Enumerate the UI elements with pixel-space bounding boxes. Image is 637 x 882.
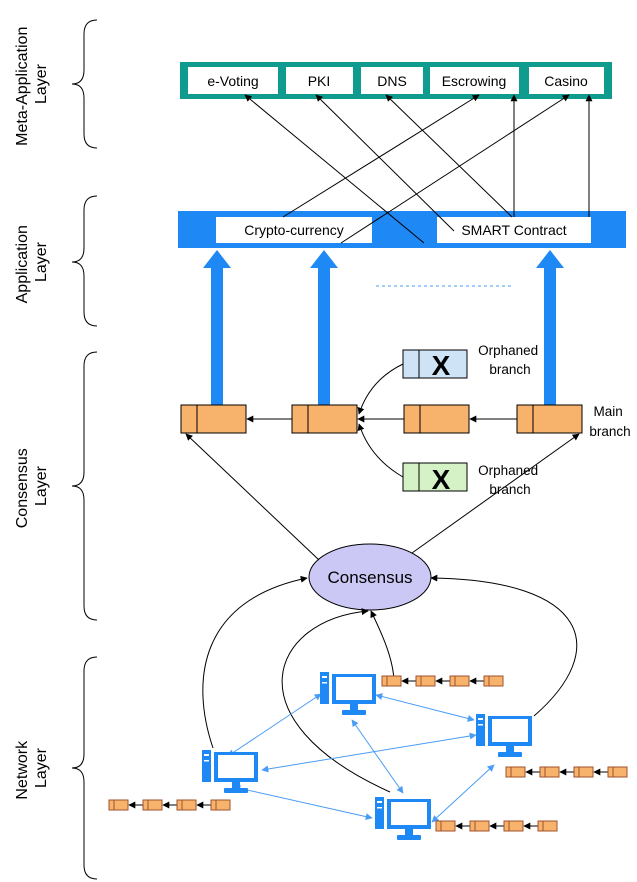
blockchain-to-app-arrows <box>203 250 564 405</box>
svg-text:e-Voting: e-Voting <box>207 73 258 89</box>
main-branch: Main branch <box>180 404 631 439</box>
mini-block <box>210 799 231 811</box>
brace-application <box>71 195 98 327</box>
thick-arrow-3 <box>536 250 564 405</box>
brace-meta <box>71 19 98 149</box>
block-3 <box>403 404 470 434</box>
computer-icon <box>476 714 532 757</box>
layer-label-network: Network Layer <box>14 736 50 799</box>
main-branch-label: Main branch <box>589 404 630 439</box>
mini-block <box>483 675 504 687</box>
app-to-meta-arrows <box>244 94 593 244</box>
local-chain <box>381 675 504 687</box>
svg-text:Crypto-currency: Crypto-currency <box>244 222 344 238</box>
mini-block <box>539 766 560 778</box>
mini-block <box>435 820 456 832</box>
svg-text:Consensus: Consensus <box>327 568 412 587</box>
network-nodes <box>202 672 532 840</box>
mini-block <box>449 675 470 687</box>
computer-icon <box>375 797 431 840</box>
svg-text:DNS: DNS <box>377 73 407 89</box>
consensus-node: Consensus <box>308 543 432 611</box>
orphan-x-mark: X <box>432 350 451 381</box>
orphaned-branch-bottom: X Orphaned branch <box>357 423 542 497</box>
app-crypto-currency: Crypto-currency <box>216 217 372 243</box>
meta-app-escrowing: Escrowing <box>430 67 519 94</box>
meta-app-pki: PKI <box>286 67 353 94</box>
thick-arrow-1 <box>203 250 231 405</box>
local-chains <box>108 675 628 832</box>
thick-arrow-2 <box>310 250 338 405</box>
orphaned-label-top: Orphaned branch <box>478 343 542 377</box>
meta-app-casino: Casino <box>529 67 604 94</box>
mini-block <box>573 766 594 778</box>
orphaned-branch-top: X Orphaned branch <box>357 343 542 415</box>
mini-block <box>505 766 526 778</box>
meta-app-evoting: e-Voting <box>188 67 278 94</box>
orphaned-label-bottom: Orphaned branch <box>478 463 542 497</box>
mini-block <box>503 820 524 832</box>
svg-text:PKI: PKI <box>308 73 331 89</box>
computer-icon <box>202 750 258 793</box>
mini-block <box>415 675 436 687</box>
local-chain <box>108 799 231 811</box>
consensus-to-chain-arrows <box>185 433 580 561</box>
brace-consensus <box>71 351 98 621</box>
computer-icon <box>320 672 376 715</box>
meta-application-bar: e-Voting PKI DNS Escrowing Casino <box>180 62 612 99</box>
svg-text:Casino: Casino <box>544 73 588 89</box>
block-2 <box>291 404 358 434</box>
svg-text:Escrowing: Escrowing <box>442 73 507 89</box>
local-chain <box>435 820 558 832</box>
meta-app-dns: DNS <box>361 67 423 94</box>
mini-block <box>142 799 163 811</box>
mini-block <box>108 799 129 811</box>
mini-block <box>176 799 197 811</box>
layer-label-meta-application: Meta-Application Layer <box>14 22 50 146</box>
local-chain <box>505 766 628 778</box>
app-smart-contract: SMART Contract <box>437 217 591 243</box>
mini-block <box>537 820 558 832</box>
layer-label-consensus: Consensus Layer <box>14 444 50 529</box>
block-1 <box>180 404 247 434</box>
mini-block <box>607 766 628 778</box>
mini-block <box>381 675 402 687</box>
brace-network <box>71 656 98 880</box>
layer-braces <box>71 19 98 880</box>
mini-block <box>469 820 490 832</box>
layer-label-application: Application Layer <box>14 221 50 304</box>
application-bar: Crypto-currency SMART Contract <box>178 211 626 248</box>
orphan-x-mark: X <box>432 464 451 495</box>
svg-text:SMART Contract: SMART Contract <box>461 222 566 238</box>
block-4 <box>516 404 583 434</box>
peer-links <box>227 693 495 823</box>
